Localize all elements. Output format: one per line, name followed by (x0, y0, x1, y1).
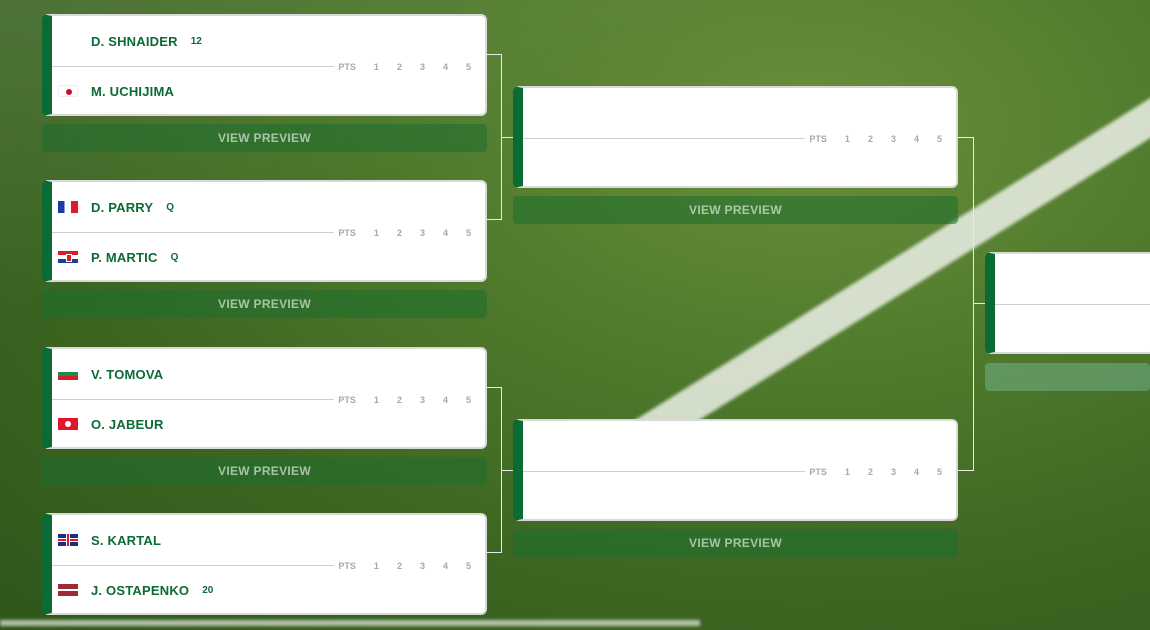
score-header-set: 3 (419, 560, 425, 571)
score-header-set: 4 (442, 394, 448, 405)
player-row[interactable]: O. JABEUR (52, 399, 485, 447)
score-header-set: 3 (419, 61, 425, 72)
player-row[interactable]: P. MARTIC Q (52, 232, 485, 280)
player-name: J. OSTAPENKO (91, 582, 190, 598)
view-preview-button[interactable]: VIEW PREVIEW (513, 529, 958, 557)
match-card[interactable]: V. TOMOVA PTS 1 2 3 4 5 O. JABEUR (42, 347, 487, 449)
score-header-set: 3 (890, 466, 896, 477)
bulgaria-flag-icon (58, 368, 78, 380)
score-header-pts: PTS (338, 560, 356, 571)
bracket-connector (502, 137, 513, 138)
player-name: D. SHNAIDER (91, 33, 178, 49)
score-header-set: 1 (373, 227, 379, 238)
view-preview-button[interactable]: VIEW PREVIEW (42, 290, 487, 318)
match-card[interactable]: D. SHNAIDER 12 PTS 1 2 3 4 5 M. UCHIJIMA (42, 14, 487, 116)
latvia-flag-icon (58, 584, 78, 596)
bracket-connector (502, 470, 513, 471)
japan-flag-icon (58, 85, 78, 97)
score-header-pts: PTS (809, 133, 827, 144)
match-card[interactable]: PTS 1 2 3 4 5 (513, 419, 958, 521)
bracket-connector (486, 54, 502, 220)
score-header-set: 2 (396, 560, 402, 571)
france-flag-icon (58, 201, 78, 213)
score-header-set: 4 (913, 466, 919, 477)
player-row[interactable]: J. OSTAPENKO 20 (52, 565, 485, 613)
score-header-set: 3 (419, 227, 425, 238)
score-header-row: PTS 1 2 3 4 5 (52, 394, 485, 405)
score-header-set: 2 (867, 133, 873, 144)
score-header-row: PTS 1 2 3 4 5 (52, 61, 485, 72)
score-header-set: 2 (396, 227, 402, 238)
score-header-row: PTS 1 2 3 4 5 (52, 560, 485, 571)
tunisia-flag-icon (58, 418, 78, 430)
score-header-set: 4 (442, 560, 448, 571)
score-header-set: 5 (465, 394, 471, 405)
score-header-row: PTS 1 2 3 4 5 (523, 133, 956, 144)
match-card[interactable] (985, 252, 1150, 354)
bracket-connector (486, 387, 502, 553)
score-header-pts: PTS (338, 394, 356, 405)
match-card[interactable]: PTS 1 2 3 4 5 (513, 86, 958, 188)
score-header-set: 1 (844, 466, 850, 477)
view-preview-button[interactable]: VIEW PREVIEW (42, 124, 487, 152)
score-header-row: PTS 1 2 3 4 5 (523, 466, 956, 477)
score-header-set: 2 (396, 394, 402, 405)
score-header-set: 4 (442, 61, 448, 72)
score-header-set: 5 (936, 466, 942, 477)
match-card[interactable]: D. PARRY Q PTS 1 2 3 4 5 P. MARTIC Q (42, 180, 487, 282)
score-header-set: 4 (913, 133, 919, 144)
player-row[interactable]: D. PARRY Q (52, 182, 485, 232)
score-header-row (995, 304, 1150, 305)
score-header-set: 1 (373, 394, 379, 405)
view-preview-button[interactable] (985, 363, 1150, 391)
player-row[interactable]: S. KARTAL (52, 515, 485, 565)
player-row[interactable]: M. UCHIJIMA (52, 66, 485, 114)
court-line (0, 620, 700, 626)
great-britain-flag-icon (58, 534, 78, 546)
score-header-pts: PTS (338, 227, 356, 238)
flag-icon (58, 35, 78, 47)
score-header-set: 5 (465, 227, 471, 238)
player-name: D. PARRY (91, 199, 154, 215)
player-seed: Q (166, 201, 175, 213)
player-name: V. TOMOVA (91, 366, 164, 382)
score-header-set: 1 (373, 560, 379, 571)
score-header-set: 1 (373, 61, 379, 72)
score-header-set: 2 (396, 61, 402, 72)
player-seed: 20 (202, 584, 214, 596)
bracket-connector (957, 137, 974, 471)
score-header-set: 4 (442, 227, 448, 238)
player-row[interactable]: V. TOMOVA (52, 349, 485, 399)
score-header-set: 5 (936, 133, 942, 144)
score-header-row: PTS 1 2 3 4 5 (52, 227, 485, 238)
score-header-set: 3 (890, 133, 896, 144)
player-seed: 12 (190, 35, 202, 47)
player-name: M. UCHIJIMA (91, 83, 175, 99)
player-seed: Q (170, 251, 179, 263)
view-preview-button[interactable]: VIEW PREVIEW (513, 196, 958, 224)
croatia-flag-icon (58, 251, 78, 263)
score-header-set: 2 (867, 466, 873, 477)
score-header-set: 5 (465, 560, 471, 571)
score-header-set: 1 (844, 133, 850, 144)
match-card[interactable]: S. KARTAL PTS 1 2 3 4 5 J. OSTAPENKO 20 (42, 513, 487, 615)
player-name: S. KARTAL (91, 532, 162, 548)
score-header-pts: PTS (338, 61, 356, 72)
score-header-set: 3 (419, 394, 425, 405)
player-name: O. JABEUR (91, 416, 164, 432)
view-preview-button[interactable]: VIEW PREVIEW (42, 457, 487, 485)
bracket-connector (974, 303, 986, 304)
player-row[interactable]: D. SHNAIDER 12 (52, 16, 485, 66)
score-header-set: 5 (465, 61, 471, 72)
player-name: P. MARTIC (91, 249, 158, 265)
score-header-pts: PTS (809, 466, 827, 477)
